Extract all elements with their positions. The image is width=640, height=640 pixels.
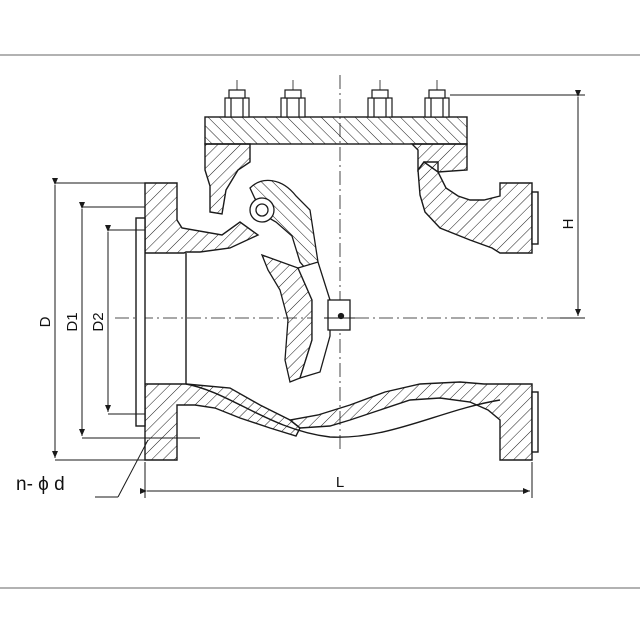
bolt-icon <box>224 89 250 118</box>
label-H: H <box>560 219 577 230</box>
label-bolt-holes: n- ϕ d <box>16 474 65 495</box>
right-flange-lower <box>288 381 533 461</box>
hinge-arm <box>249 179 319 278</box>
valve-body <box>135 116 539 461</box>
bolt-icon <box>367 89 393 118</box>
bonnet-bolts <box>224 89 450 118</box>
bolt-icon <box>424 89 450 118</box>
frame-lines <box>0 54 640 589</box>
right-flange-face <box>531 191 539 245</box>
bonnet-neck-left <box>204 143 251 215</box>
bonnet-neck-right <box>410 143 468 173</box>
disc-nut-dot <box>337 312 345 320</box>
disc-seat <box>297 261 331 379</box>
left-flange-face <box>135 217 146 427</box>
label-D2: D2 <box>90 312 107 331</box>
left-flange-lower <box>144 383 301 461</box>
label-L: L <box>336 474 344 491</box>
right-flange-upper <box>417 161 533 254</box>
dimension-lines <box>52 90 585 498</box>
bolt-icon <box>280 89 306 118</box>
label-D1: D1 <box>64 312 81 331</box>
label-D: D <box>37 316 54 327</box>
swing-disc-assembly <box>249 179 355 383</box>
right-flange-face-lower <box>531 391 539 453</box>
left-flange <box>144 182 260 254</box>
body-bottom-shell <box>185 383 501 438</box>
bonnet-cover <box>204 116 468 145</box>
